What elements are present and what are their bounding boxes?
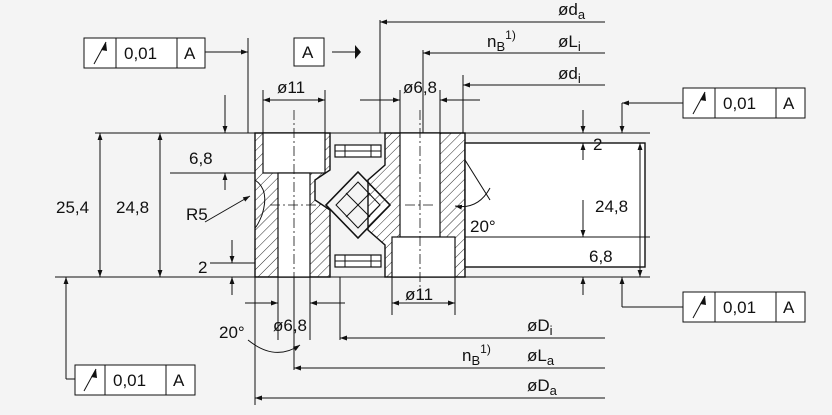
tolerance-value: 0,01 bbox=[113, 371, 146, 390]
svg-text:øDi: øDi bbox=[527, 316, 553, 338]
angle-left-label: 20° bbox=[219, 323, 245, 342]
tolerance-frame-bottom-left: 0,01 A bbox=[74, 364, 196, 396]
nb-top-subscript: B bbox=[496, 39, 505, 54]
svg-text:øLa: øLa bbox=[527, 346, 555, 368]
tolerance-frame-bottom-right: 0,01 A bbox=[682, 291, 806, 323]
datum-a: A bbox=[293, 37, 325, 67]
di-label: ød bbox=[558, 64, 578, 83]
svg-text:nB1): nB1) bbox=[487, 28, 516, 54]
nb-bottom-label: n bbox=[462, 346, 471, 365]
step-top-label: 6,8 bbox=[189, 149, 213, 168]
rolling-element bbox=[324, 170, 392, 240]
height-outer-label: 25,4 bbox=[56, 198, 89, 217]
seal-top bbox=[334, 144, 382, 158]
hole-bottom-label: ø6,8 bbox=[273, 316, 307, 335]
da-label: ød bbox=[558, 0, 578, 19]
diameter-labels: øda nB1) øLi ødi øDi nB1) øLa øDa bbox=[462, 0, 586, 398]
step-right-label: 6,8 bbox=[589, 247, 613, 266]
hole-top-label: ø6,8 bbox=[403, 78, 437, 97]
Da-subscript: a bbox=[550, 383, 558, 398]
di-subscript: i bbox=[578, 71, 581, 86]
nb-bottom-superscript: 1) bbox=[480, 342, 491, 356]
runout-icon bbox=[83, 368, 97, 392]
dimension-labels: 25,4 24,8 6,8 R5 2 ø11 ø6,8 2 24,8 6,8 2… bbox=[56, 78, 628, 342]
tolerance-value: 0,01 bbox=[723, 94, 756, 113]
tolerance-value: 0,01 bbox=[124, 44, 157, 63]
nb-top-superscript: 1) bbox=[505, 28, 516, 42]
datum-a-label: A bbox=[302, 43, 314, 62]
height-right-label: 24,8 bbox=[595, 197, 628, 216]
outer-ring bbox=[367, 132, 646, 278]
Di-label: øD bbox=[527, 316, 550, 335]
radius-label: R5 bbox=[186, 205, 208, 224]
tolerance-datum: A bbox=[783, 298, 795, 317]
svg-text:ødi: ødi bbox=[558, 64, 581, 86]
Da-label: øD bbox=[527, 376, 550, 395]
height-inner-label: 24,8 bbox=[116, 198, 149, 217]
tolerance-frame-top-left: 0,01 A bbox=[83, 37, 206, 69]
runout-icon bbox=[93, 41, 107, 65]
bore-bottom-label: ø11 bbox=[405, 285, 433, 304]
svg-text:nB1): nB1) bbox=[462, 342, 491, 368]
runout-icon bbox=[692, 91, 706, 115]
tolerance-datum: A bbox=[184, 44, 196, 63]
tolerance-datum: A bbox=[173, 371, 185, 390]
nb-top-label: n bbox=[487, 32, 496, 51]
nb-bottom-subscript: B bbox=[471, 353, 480, 368]
bore-top-label: ø11 bbox=[277, 78, 305, 97]
tolerance-datum: A bbox=[783, 94, 795, 113]
svg-text:øda: øda bbox=[558, 0, 586, 22]
La-subscript: a bbox=[547, 353, 555, 368]
Di-subscript: i bbox=[550, 323, 553, 338]
svg-text:øLi: øLi bbox=[558, 32, 581, 54]
offset-right-label: 2 bbox=[593, 135, 602, 154]
li-label: øL bbox=[558, 32, 578, 51]
seal-bottom bbox=[334, 254, 382, 268]
tolerance-value: 0,01 bbox=[723, 298, 756, 317]
svg-text:øDa: øDa bbox=[527, 376, 558, 398]
runout-icon bbox=[692, 295, 706, 319]
dimension-lines bbox=[63, 19, 683, 401]
angle-right-label: 20° bbox=[470, 217, 496, 236]
La-label: øL bbox=[527, 346, 547, 365]
offset-left-label: 2 bbox=[198, 258, 207, 277]
da-subscript: a bbox=[578, 7, 586, 22]
li-subscript: i bbox=[578, 39, 581, 54]
extension-lines bbox=[55, 20, 650, 405]
tolerance-frame-top-right: 0,01 A bbox=[682, 87, 806, 119]
